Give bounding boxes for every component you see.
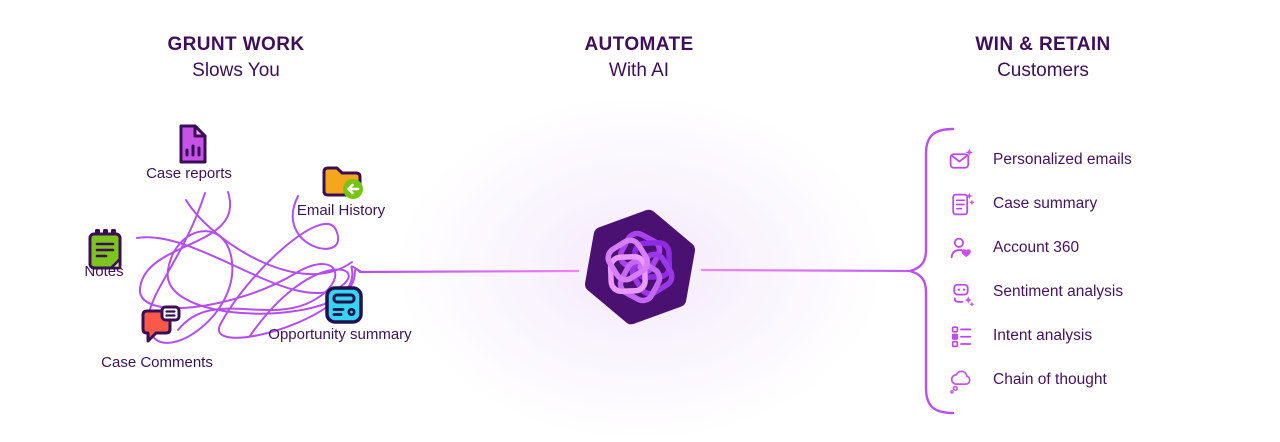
win-item-label: Chain of thought <box>993 371 1107 388</box>
list-item: Chain of thought <box>948 358 1132 402</box>
folder-return-icon <box>322 166 363 199</box>
grunt-item-label: Case Comments <box>101 354 213 371</box>
document-sparkle-icon <box>952 192 975 215</box>
logo-pinwheel <box>605 230 675 304</box>
left-connector-line <box>358 269 580 274</box>
thought-cloud-icon <box>950 370 971 394</box>
grunt-item-label: Case reports <box>146 165 232 182</box>
grunt-work-title: GRUNT WORK <box>167 34 305 55</box>
grunt-work-subtitle: Slows You <box>192 60 280 81</box>
chat-bubbles-icon <box>141 305 181 343</box>
results-bracket <box>905 127 955 415</box>
list-item: Case summary <box>948 182 1132 226</box>
win-item-label: Sentiment analysis <box>993 283 1124 300</box>
envelope-sparkle-icon <box>949 148 974 169</box>
list-item: Account 360 <box>948 226 1132 270</box>
ai-pinwheel-logo <box>585 209 695 325</box>
list-item: Sentiment analysis <box>948 270 1132 314</box>
automate-subtitle: With AI <box>608 60 670 81</box>
win-item-label: Intent analysis <box>993 327 1093 344</box>
win-item-label: Case summary <box>993 195 1098 212</box>
automate-title: AUTOMATE <box>584 34 694 55</box>
win-item-label: Account 360 <box>993 239 1080 256</box>
list-item: Intent analysis <box>948 314 1132 358</box>
grunt-item-label: Notes <box>84 263 124 280</box>
grunt-item-label: Opportunity summary <box>268 326 412 343</box>
robot-sparkle-icon <box>953 283 974 306</box>
person-heart-icon <box>950 237 971 258</box>
win-retain-title: WIN & RETAIN <box>975 34 1111 55</box>
win-item-label: Personalized emails <box>993 151 1132 168</box>
list-item: Personalized emails <box>948 138 1132 182</box>
win-retain-header: WIN & RETAIN Customers <box>923 32 1163 84</box>
win-retain-subtitle: Customers <box>997 60 1089 81</box>
notepad-icon <box>88 229 122 270</box>
bar-chart-document-icon <box>179 124 207 164</box>
right-connector-line <box>700 268 912 273</box>
win-retain-list: Personalized emails Case summary Account… <box>948 138 1132 402</box>
checklist-icon <box>951 325 972 347</box>
summary-card-icon <box>325 286 363 324</box>
automate-header: AUTOMATE With AI <box>519 32 759 84</box>
grunt-item-label: Email History <box>296 202 386 219</box>
grunt-work-header: GRUNT WORK Slows You <box>116 32 356 84</box>
